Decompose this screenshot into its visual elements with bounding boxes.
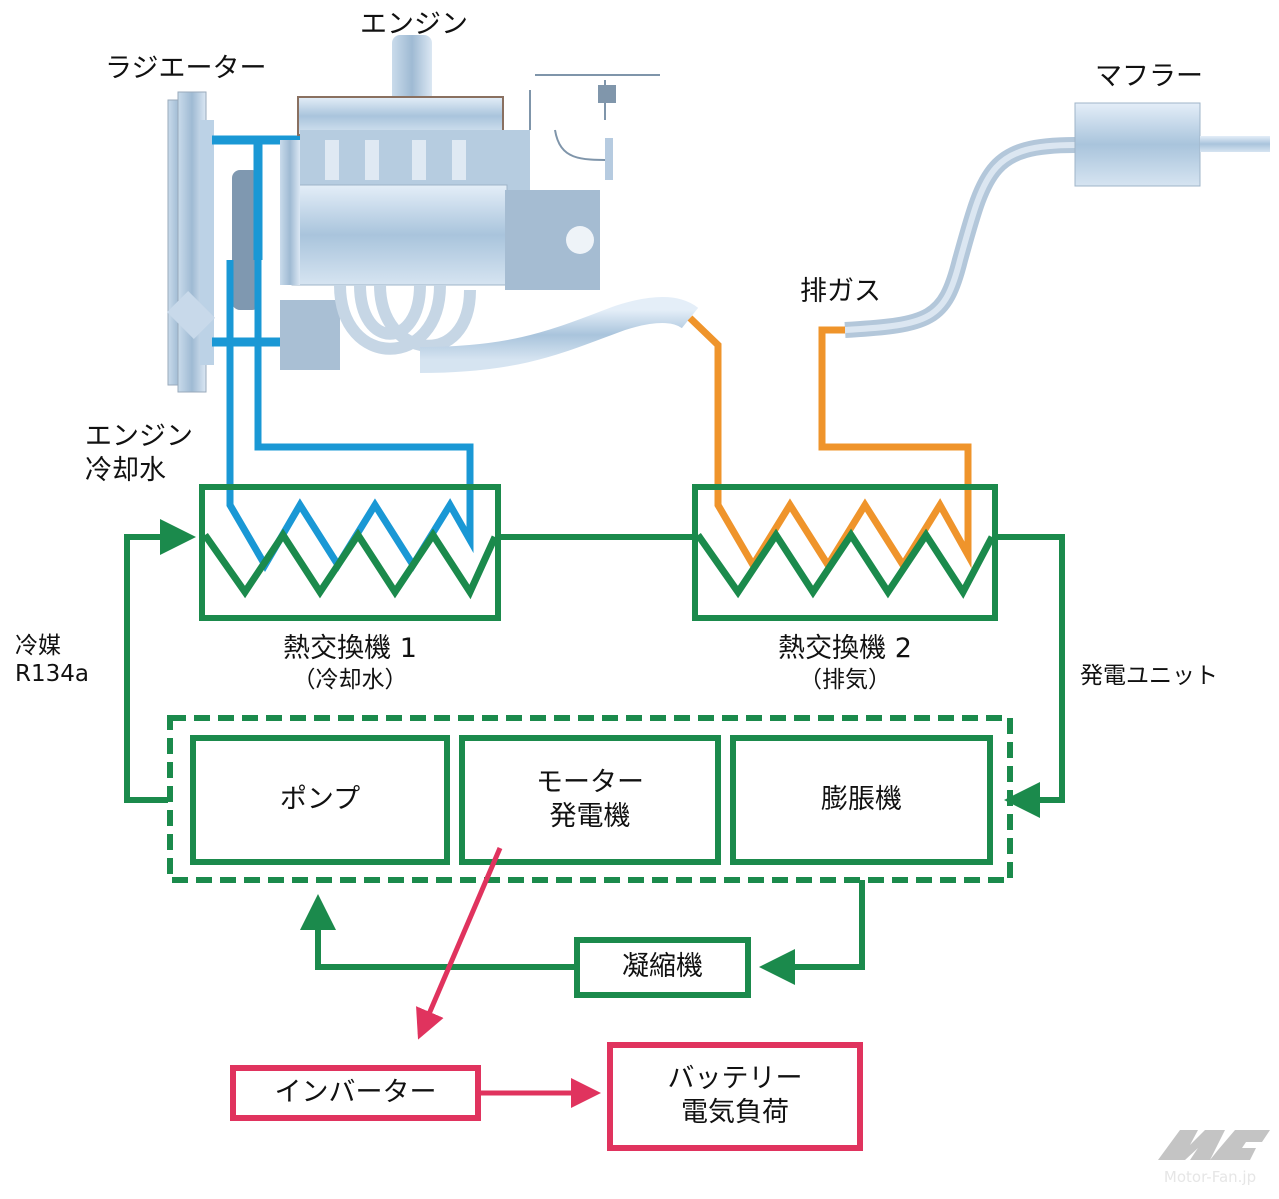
heat-exchanger-2-box	[692, 484, 998, 621]
engine-coolant-line1: エンジン	[85, 421, 193, 452]
hx1-subtitle: （冷却水）	[292, 667, 408, 693]
refrigerant-circuit	[124, 484, 1065, 998]
exhaust-line	[687, 315, 972, 572]
inverter-label: インバーター	[274, 1077, 437, 1108]
radiator-label: ラジエーター	[105, 53, 267, 84]
hx2-subtitle: （排気）	[799, 667, 891, 693]
electric-circuit	[230, 847, 863, 1151]
hx2-title: 熱交換機 2	[778, 633, 912, 664]
motor-generator-label: モーター発電機	[462, 766, 718, 834]
motor-box	[459, 735, 721, 865]
engine-label: エンジン	[360, 9, 468, 40]
hx1-title: 熱交換機 1	[283, 633, 417, 664]
power-unit-box	[167, 715, 1013, 883]
coolant-line	[226, 260, 474, 572]
battery-line2: 電気負荷	[681, 1097, 789, 1128]
expander-box	[730, 735, 993, 865]
line-to-pump	[300, 894, 577, 970]
motor-line2: 発電機	[549, 801, 631, 832]
return-line-left	[124, 519, 196, 803]
motor-to-inverter	[416, 847, 503, 1040]
hx2-coil	[695, 528, 996, 599]
watermark-text: Motor-Fan.jp	[1164, 1168, 1256, 1186]
engine-coolant-line2: 冷却水	[85, 455, 166, 486]
heat-exchanger-1-label: 熱交換機 1 （冷却水）	[202, 632, 498, 694]
engine-illustration	[280, 35, 699, 373]
engine-coolant-label: エンジン冷却水	[85, 420, 193, 488]
heat-exchanger-1-box	[199, 484, 501, 621]
battery-box	[607, 1042, 863, 1151]
power-unit-label: 発電ユニット	[1080, 663, 1218, 689]
hx1-coil	[202, 528, 499, 600]
refrigerant-line1: 冷媒	[15, 633, 61, 659]
condenser-label: 凝縮機	[622, 951, 703, 982]
muffler-label: マフラー	[1095, 61, 1203, 92]
radiator-illustration	[166, 91, 260, 393]
battery-load-label: バッテリー電気負荷	[610, 1062, 860, 1130]
battery-line1: バッテリー	[667, 1063, 803, 1094]
expander-label: 膨脹機	[821, 784, 902, 815]
muffler-illustration	[844, 102, 1270, 338]
motor-line1: モーター	[536, 767, 644, 798]
motor-fan-logo-icon: Motor-Fan.jp	[1158, 1130, 1270, 1186]
heat-exchanger-2-label: 熱交換機 2 （排気）	[695, 632, 995, 694]
exhaust-gas-label: 排ガス	[800, 276, 881, 307]
pump-box	[190, 735, 450, 865]
pump-label: ポンプ	[279, 784, 361, 815]
line-to-condenser	[759, 880, 865, 985]
line-to-expander	[995, 534, 1065, 818]
refrigerant-line2: R134a	[15, 661, 89, 687]
